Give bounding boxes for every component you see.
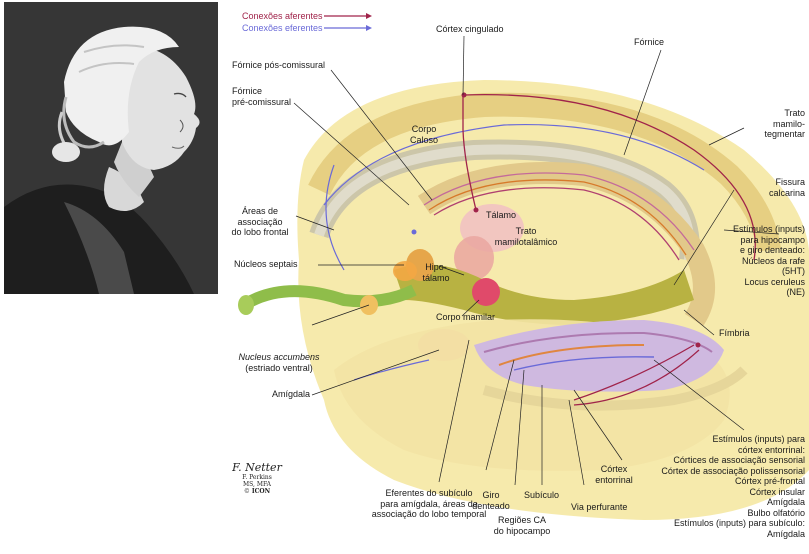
inputs-entorrinal-item: Bulbo olfatório [747, 507, 805, 518]
artist-signature: F. Netter F. Perkins MS, MFA © ICON [232, 461, 282, 496]
label-subiculo: Subículo [524, 490, 560, 500]
label-nucleus-accumbens: Nucleus accumbens(estriado ventral) [238, 352, 320, 373]
inputs-hipocampo-item: (NE) [786, 287, 806, 297]
legend-afferent: Conexões aferentes [242, 11, 323, 21]
signature-name: F. Netter [232, 461, 282, 474]
label-fimbria: Fímbria [719, 328, 750, 338]
inputs-hipocampo-item: (5HT) [782, 266, 805, 276]
label-amigdala: Amígdala [272, 389, 311, 399]
label-nucleos-septais: Núcleos septais [234, 259, 298, 269]
inputs-hipocampo-item: Locus ceruleus [744, 276, 805, 287]
signature-credit: MS, MFA [243, 481, 271, 488]
signature-publisher: © ICON [243, 488, 271, 495]
inputs-entorrinal-item: Córtex de associação polissensorial [661, 465, 805, 476]
inputs-entorrinal-item: Córtex insular [749, 486, 805, 497]
label-talamo: Tálamo [486, 210, 517, 220]
label-hipotalamo: Hipo-tálamo [422, 262, 450, 283]
inputs-entorrinal-item: Córtex pré-frontal [734, 476, 805, 486]
inputs-entorrinal-item: Amígdala [766, 497, 805, 507]
hippocampus-diagram: Conexões aferentes Conexões eferentes Có… [224, 0, 809, 554]
label-cortex-cingulado: Córtex cingulado [436, 24, 504, 34]
label-fornice-pos-comissural: Fórnice pós-comissural [232, 60, 326, 70]
label-corpo-mamilar: Corpo mamilar [436, 312, 496, 322]
inputs-entorrinal-item: Córtices de associação sensorial [673, 455, 805, 465]
inputs-hipocampo-item: Núcleos da rafe [741, 255, 805, 266]
signature-credit: F. Perkins [242, 474, 272, 481]
legend-efferent: Conexões eferentes [242, 23, 323, 33]
label-fornice: Fórnice [634, 37, 665, 47]
inputs-subiculo-title: Estímulos (inputs) para subículo: [673, 518, 805, 528]
portrait-engraving [4, 2, 218, 294]
brain-illustration [238, 13, 809, 520]
inputs-subiculo-item: Amígdala [766, 528, 805, 539]
label-via-perfurante: Via perfurante [571, 502, 628, 512]
